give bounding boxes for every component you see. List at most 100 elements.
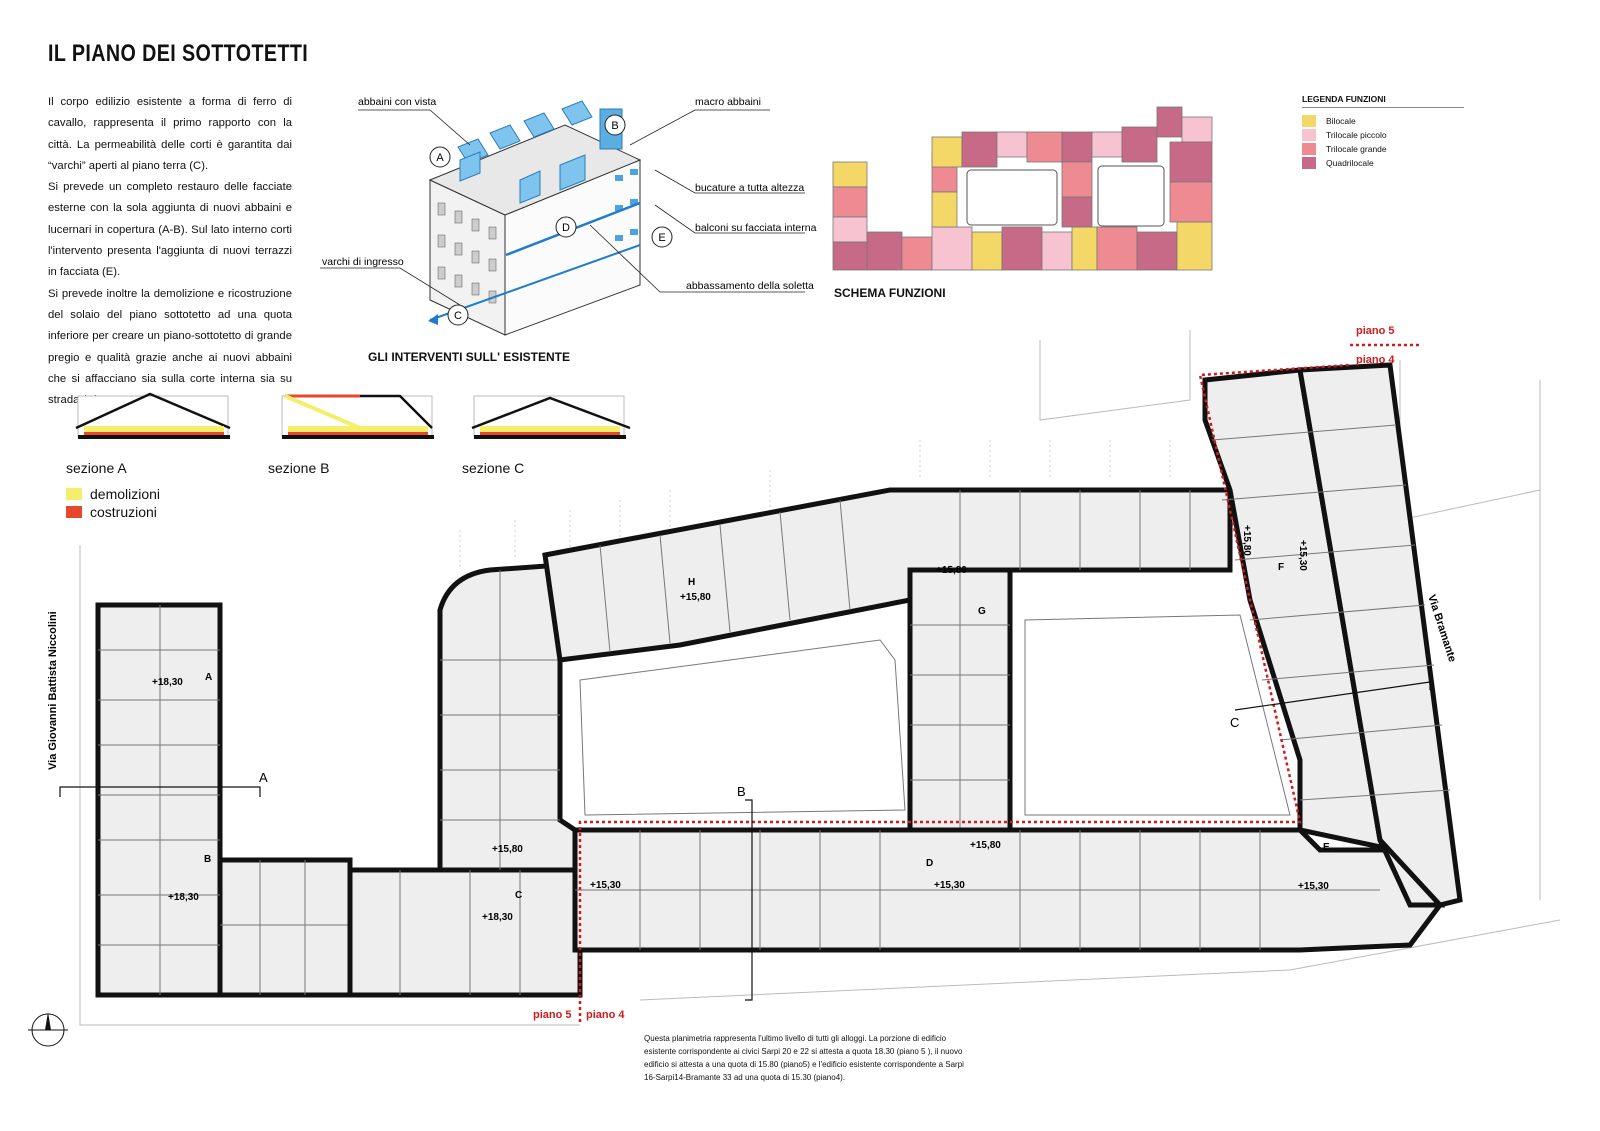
intro-paragraph-3: Si prevede inoltre la demolizione e rico… bbox=[48, 287, 292, 407]
section-mark-c: C bbox=[1230, 715, 1239, 730]
interventions-axonometric: A B C D E abbaini con vista macro abbain… bbox=[320, 96, 817, 336]
grid-axes bbox=[459, 440, 1171, 570]
level-e: +15,30 bbox=[1298, 881, 1329, 892]
block-c-label: C bbox=[515, 890, 522, 901]
piano-labels: piano 5 piano 4 piano 5 piano 4 bbox=[533, 325, 1395, 1021]
markers bbox=[429, 114, 673, 326]
legend-swatch-costruzioni bbox=[66, 506, 82, 518]
block-a-label: A bbox=[205, 672, 212, 683]
section-b-drawing bbox=[281, 394, 434, 439]
legend-swatch-quadrilocale bbox=[1302, 157, 1316, 169]
legend-label-demolizioni: demolizioni bbox=[90, 486, 161, 502]
legend-swatch-bilocale bbox=[1302, 115, 1316, 127]
label-varchi: varchi di ingresso bbox=[322, 256, 404, 268]
legend-label-trilocale-grande: Trilocale grande bbox=[1326, 144, 1387, 154]
level-c: +18,30 bbox=[482, 912, 513, 923]
block-h-label: H bbox=[688, 577, 695, 588]
intro-paragraph-2: Si prevede un completo restauro delle fa… bbox=[48, 181, 292, 279]
label-abbassamento: abbassamento della soletta bbox=[686, 280, 814, 292]
level-h: +15,80 bbox=[680, 592, 711, 603]
function-blocks bbox=[832, 106, 1213, 271]
legend-swatch-trilocale-grande bbox=[1302, 143, 1316, 155]
section-c-drawing bbox=[471, 395, 631, 439]
interventions-caption: GLI INTERVENTI SULL' ESISTENTE bbox=[368, 350, 570, 364]
legend-item-trilocale-piccolo: Trilocale piccolo bbox=[1302, 128, 1464, 142]
functions-legend-title: LEGENDA FUNZIONI bbox=[1302, 94, 1464, 108]
section-mark-labels: A B C bbox=[259, 715, 1239, 799]
north-arrow-icon bbox=[28, 1012, 68, 1047]
section-marks bbox=[59, 681, 1431, 1001]
section-b-label: sezione B bbox=[268, 460, 330, 476]
level-g: +15,80 bbox=[936, 565, 967, 576]
intro-text: Il corpo edilizio esistente a forma di f… bbox=[48, 92, 292, 411]
level-markers: +18,30 +18,30 +18,30 +15,80 +15,30 +15,3… bbox=[152, 525, 1329, 923]
context-lines bbox=[79, 330, 1561, 1026]
marker-e: E bbox=[658, 232, 665, 244]
block-b-label: B bbox=[204, 854, 211, 865]
marker-a: A bbox=[436, 152, 444, 164]
courtyards bbox=[579, 614, 1291, 816]
building-roof bbox=[428, 124, 642, 216]
functions-schema bbox=[832, 106, 1213, 271]
level-b: +18,30 bbox=[168, 892, 199, 903]
legend-swatch-demolizioni bbox=[66, 488, 82, 500]
piano5-top-label: piano 5 bbox=[1356, 325, 1395, 337]
leader-lines bbox=[320, 109, 805, 306]
legend-swatch-trilocale-piccolo bbox=[1302, 129, 1316, 141]
legend-costruzioni: costruzioni bbox=[66, 504, 160, 520]
piano5-bottom-label: piano 5 bbox=[533, 1009, 572, 1021]
legend-demolizioni: demolizioni bbox=[66, 486, 160, 502]
legend-label-costruzioni: costruzioni bbox=[90, 504, 157, 520]
block-g-label: G bbox=[978, 606, 986, 617]
marker-b: B bbox=[611, 120, 618, 132]
label-bucature: bucature a tutta altezza bbox=[695, 182, 804, 194]
level-a: +18,30 bbox=[152, 677, 183, 688]
street-left-label: Via Giovanni Battista Niccolini bbox=[47, 611, 59, 770]
courtyard-2 bbox=[1097, 165, 1165, 227]
block-d-label: D bbox=[926, 858, 933, 869]
legend-item-quadrilocale: Quadrilocale bbox=[1302, 156, 1464, 170]
block-right bbox=[1202, 362, 1463, 908]
legend-label-bilocale: Bilocale bbox=[1326, 116, 1356, 126]
marker-c: C bbox=[454, 310, 462, 322]
level-d: +15,30 bbox=[934, 880, 965, 891]
block-left bbox=[95, 602, 353, 998]
block-f-label: F bbox=[1278, 562, 1284, 573]
section-a-label: sezione A bbox=[66, 460, 127, 476]
piano-boundaries bbox=[578, 343, 1420, 1022]
label-macro-abbaini: macro abbaini bbox=[695, 96, 761, 108]
level-f: +15,30 bbox=[1297, 540, 1308, 571]
level-c04: +15,30 bbox=[590, 880, 621, 891]
label-balconi: balconi su facciata interna bbox=[695, 222, 817, 234]
level-d-top: +15,80 bbox=[970, 840, 1001, 851]
marker-labels: A B C D E bbox=[436, 120, 665, 322]
piano4-top-label: piano 4 bbox=[1356, 354, 1395, 366]
label-abbaini-vista: abbaini con vista bbox=[358, 96, 436, 108]
courtyard-1 bbox=[966, 169, 1058, 226]
level-c-top: +15,80 bbox=[492, 844, 523, 855]
dormers bbox=[457, 100, 623, 204]
marker-d: D bbox=[562, 222, 570, 234]
sections-diagrams bbox=[75, 392, 631, 439]
legend-item-trilocale-grande: Trilocale grande bbox=[1302, 142, 1464, 156]
block-e-label: E bbox=[1323, 842, 1330, 853]
section-mark-a: A bbox=[259, 770, 268, 785]
level-f-left: +15,80 bbox=[1241, 525, 1252, 556]
intro-paragraph-1: Il corpo edilizio esistente a forma di f… bbox=[48, 96, 292, 172]
section-a-drawing bbox=[75, 392, 231, 439]
sections-legend: demolizioni costruzioni bbox=[66, 486, 160, 520]
functions-legend: LEGENDA FUNZIONI Bilocale Trilocale picc… bbox=[1302, 94, 1464, 170]
piano4-bottom-label: piano 4 bbox=[586, 1009, 625, 1021]
block-middle bbox=[907, 567, 1013, 838]
page-title: IL PIANO DEI SOTTOTETTI bbox=[48, 40, 309, 67]
functions-caption: SCHEMA FUNZIONI bbox=[834, 286, 946, 300]
section-c-label: sezione C bbox=[462, 460, 525, 476]
legend-label-quadrilocale: Quadrilocale bbox=[1326, 158, 1374, 168]
plan-note: Questa planimetria rappresenta l'ultimo … bbox=[644, 1034, 964, 1082]
section-mark-b: B bbox=[737, 784, 746, 799]
block-letters: A B C D E F G H bbox=[204, 562, 1330, 901]
legend-item-bilocale: Bilocale bbox=[1302, 114, 1464, 128]
intervention-labels: abbaini con vista macro abbaini bucature… bbox=[322, 96, 817, 292]
block-center-left bbox=[347, 562, 583, 998]
